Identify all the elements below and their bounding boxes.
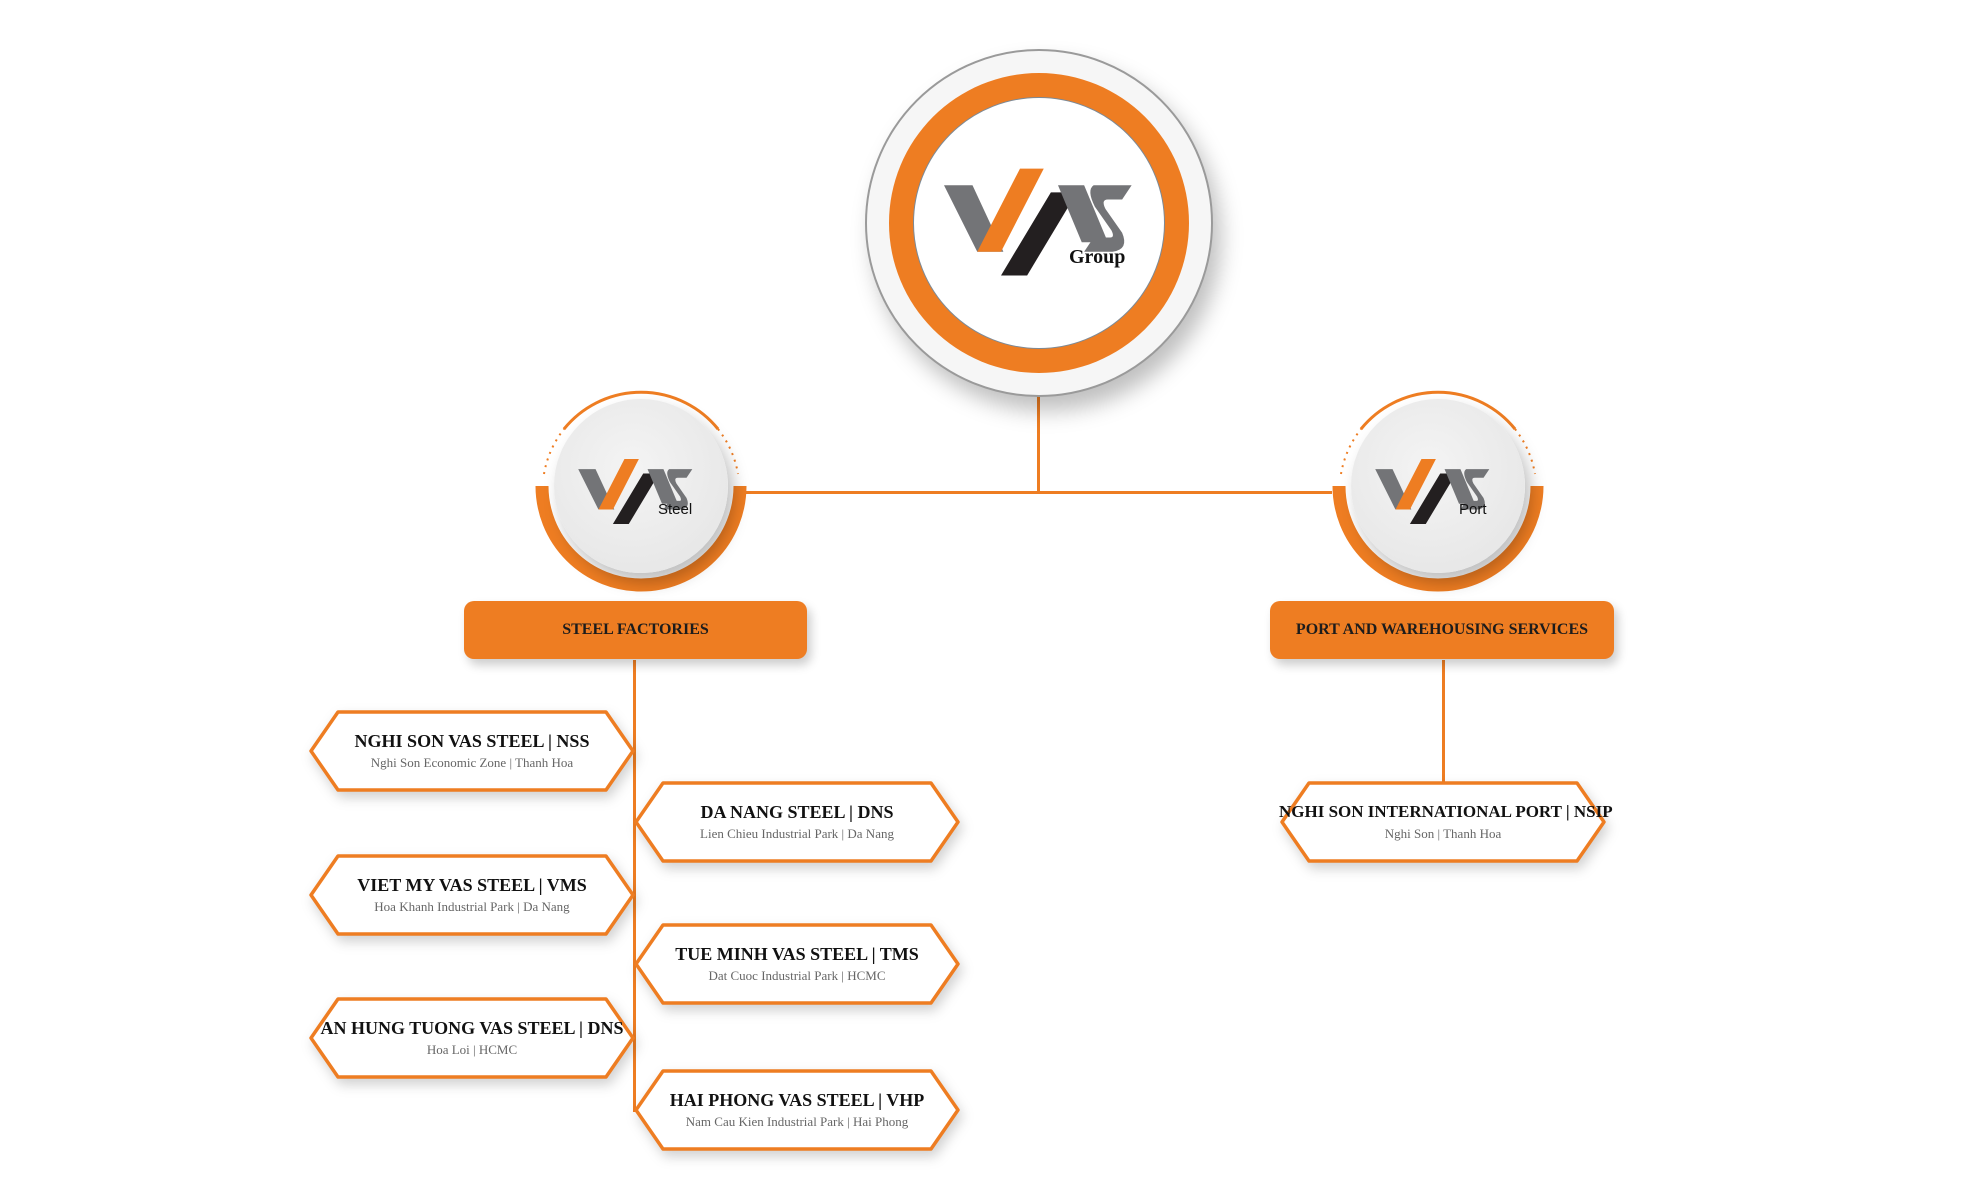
hex-frame [1280, 781, 1606, 863]
steel-division-logo: Steel [534, 379, 748, 593]
port-label: Port [1459, 501, 1487, 518]
factory-name: HAI PHONG VAS STEEL | VHP [669, 1090, 925, 1110]
factory-name: AN HUNG TUONG VAS STEEL | DNS [320, 1018, 624, 1038]
category-port-warehousing: PORT AND WAREHOUSING SERVICES [1270, 601, 1614, 659]
group-label: Group [1069, 246, 1126, 268]
factory-node-vhp: HAI PHONG VAS STEEL | VHP Nam Cau Kien I… [633, 1068, 961, 1152]
factory-node-dns: DA NANG STEEL | DNS Lien Chieu Industria… [633, 780, 961, 864]
group-logo-circle: Group [865, 49, 1213, 397]
steel-logo-disc: Steel [554, 399, 728, 573]
port-location: Nghi Son | Thanh Hoa [1384, 826, 1502, 841]
connector-steel-trunk [633, 660, 636, 1112]
factory-location: Hoa Khanh Industrial Park | Da Nang [374, 899, 570, 914]
factory-location: Lien Chieu Industrial Park | Da Nang [700, 826, 894, 841]
steel-orange-arc [535, 390, 747, 592]
factory-name: DA NANG STEEL | DNS [700, 802, 894, 822]
factory-location: Dat Cuoc Industrial Park | HCMC [708, 968, 886, 983]
factory-location: Nam Cau Kien Industrial Park | Hai Phong [685, 1114, 909, 1129]
factory-node-tms: TUE MINH VAS STEEL | TMS Dat Cuoc Indust… [633, 922, 961, 1006]
factory-node-aht: AN HUNG TUONG VAS STEEL | DNS Hoa Loi | … [308, 996, 636, 1080]
port-orange-arc [1332, 390, 1544, 592]
factory-name: NGHI SON VAS STEEL | NSS [354, 731, 590, 751]
steel-label: Steel [658, 501, 693, 518]
connector-horizontal [740, 491, 1332, 494]
port-logo-disc: Port [1351, 399, 1525, 573]
factory-name: VIET MY VAS STEEL | VMS [357, 875, 587, 895]
connector-port-trunk [1442, 660, 1445, 782]
port-division-logo: Port [1331, 379, 1545, 593]
group-orange-ring: Group [889, 73, 1189, 373]
connector-group-down [1037, 396, 1040, 493]
factory-location: Nghi Son Economic Zone | Thanh Hoa [370, 755, 574, 770]
factory-location: Hoa Loi | HCMC [426, 1042, 518, 1057]
factory-name: TUE MINH VAS STEEL | TMS [675, 944, 919, 964]
group-logo-disc: Group [913, 97, 1165, 349]
port-node-nsip: NGHI SON INTERNATIONAL PORT | NSIP Nghi … [1279, 780, 1613, 864]
category-steel-factories: STEEL FACTORIES [464, 601, 807, 659]
factory-node-nss: NGHI SON VAS STEEL | NSS Nghi Son Econom… [308, 709, 636, 793]
factory-node-vms: VIET MY VAS STEEL | VMS Hoa Khanh Indust… [308, 853, 636, 937]
port-name: NGHI SON INTERNATIONAL PORT | NSIP [1279, 802, 1613, 821]
